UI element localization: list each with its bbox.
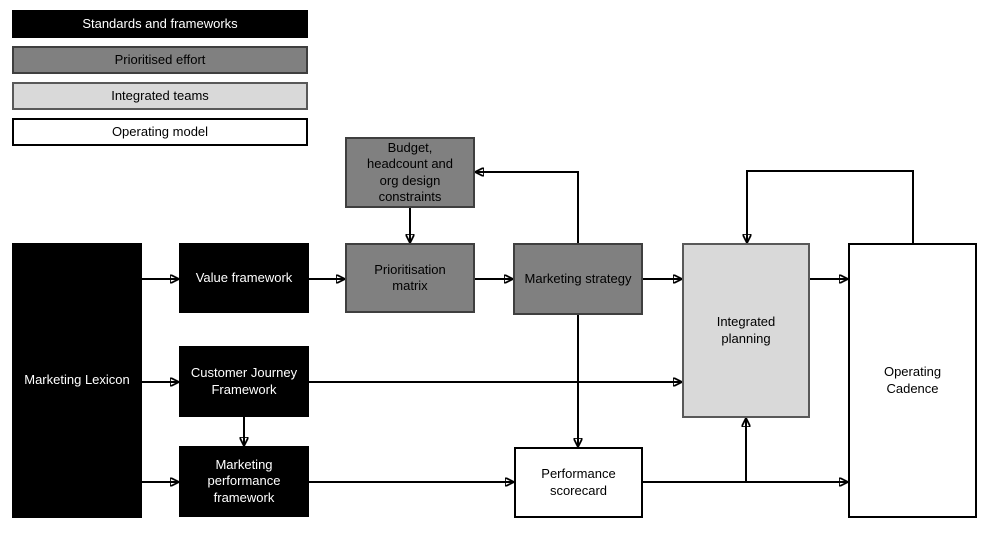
node-marketing-performance-framework: Marketing performance framework: [179, 446, 309, 517]
node-integrated-planning: Integrated planning: [682, 243, 810, 418]
node-customer-journey-framework: Customer Journey Framework: [179, 346, 309, 417]
arrow-strategy-to-budget: [475, 172, 579, 243]
node-budget-constraints: Budget, headcount and org design constra…: [345, 137, 475, 208]
node-performance-scorecard: Performance scorecard: [514, 447, 643, 518]
node-marketing-strategy: Marketing strategy: [513, 243, 643, 315]
legend-prioritised-effort: Prioritised effort: [12, 46, 308, 74]
legend-operating-model: Operating model: [12, 118, 308, 146]
node-marketing-lexicon: Marketing Lexicon: [12, 243, 142, 518]
node-prioritisation-matrix: Prioritisation matrix: [345, 243, 475, 313]
legend-integrated-teams: Integrated teams: [12, 82, 308, 110]
arrow-cadence-to-planning: [747, 170, 914, 243]
node-operating-cadence: Operating Cadence: [848, 243, 977, 518]
node-value-framework: Value framework: [179, 243, 309, 313]
legend-standards-and-frameworks: Standards and frameworks: [12, 10, 308, 38]
